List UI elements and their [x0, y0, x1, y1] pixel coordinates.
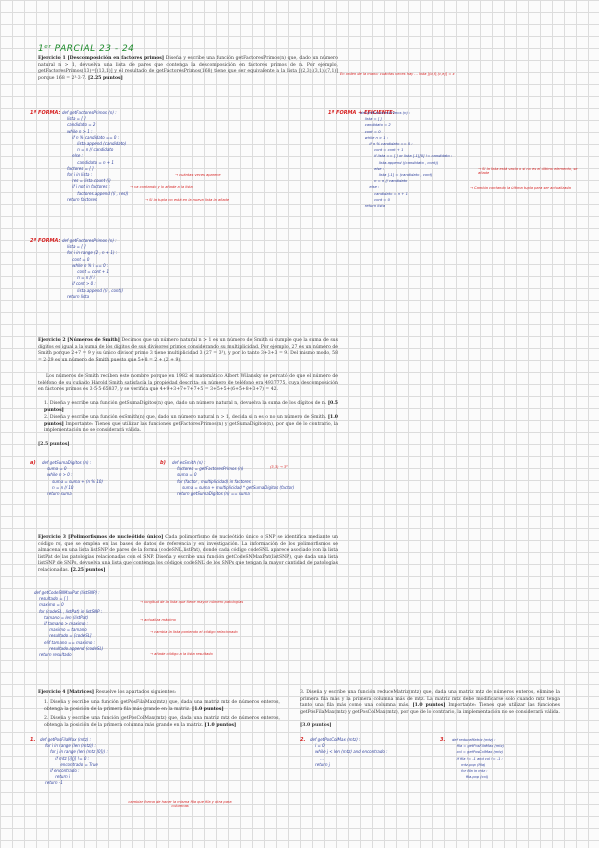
- exercise-1-code-form2: def getFactoresPrimos (n) : lista = [ ] …: [360, 111, 453, 209]
- exercise-4-code-1: def getPosFilaMax (mtz) : for i in range…: [40, 737, 108, 786]
- exercise-4-note-bottom: cambiar forma de hacer la misma fila que…: [128, 800, 232, 808]
- exercise-4-code-3: def reduceMatriz (mtz) : fila = getPosFi…: [452, 738, 504, 780]
- exercise-4-item-3-text: 3. Diseña y escribe una función reduceMa…: [300, 690, 560, 709]
- exercise-4-item-3-points: [1.0 puntos]: [412, 703, 446, 709]
- exercise-3-heading: Ejercicio 3 [Polimorfismos de nucleótido…: [38, 535, 164, 540]
- exercise-2-body2: Los números de Smith reciben este nombre…: [38, 374, 338, 393]
- exercise-1-body: Diseña y escribe una función getFactores…: [38, 56, 338, 81]
- exercise-2-statement: Ejercicio 2 [Números de Smith] Decimos q…: [38, 338, 338, 364]
- exercise-1-note-1b: → va contando y lo añade a la lista: [130, 185, 193, 189]
- exercise-2-points: [2.5 puntos]: [38, 442, 70, 447]
- exercise-1-label-form2: 1ª FORMA + EFICIENTE:: [328, 110, 395, 116]
- exercise-4-heading: Ejercicio 4 [Matrices]: [38, 690, 95, 695]
- exercise-1-note-1a: → cuántas veces aparece: [175, 173, 221, 177]
- exercise-4-item-3: 3. Diseña y escribe una función reduceMa…: [300, 690, 560, 716]
- exercise-2-item-1-text: 1. Diseña y escribe una función getSumaD…: [44, 401, 327, 406]
- exercise-3-body: Cada polimorfismo de nucleótido único o …: [38, 535, 338, 573]
- exercise-2-item-2-text: 2. Diseña y escribe una función esSmith(…: [44, 415, 327, 420]
- exercise-2-note-b: (3,3) → 3³: [270, 465, 288, 469]
- exercise-4-item-1: 1. Diseña y escribe una función getPosFi…: [44, 700, 280, 713]
- exercise-4-label-3: 3.: [440, 737, 446, 743]
- exercise-4-item-3-note: Importante: Tienes que utilizar las func…: [300, 703, 561, 715]
- exercise-4-item-1-text: 1. Diseña y escribe una función getPosFi…: [44, 700, 280, 712]
- exercise-4-points: [3.0 puntos]: [300, 723, 332, 728]
- exercise-3-note-1: → longitud de la lista que tiene mayor n…: [140, 600, 244, 604]
- exercise-1-label-form1: 1ª FORMA:: [30, 110, 61, 116]
- exercise-1-heading: Ejercicio 1 [Descomposición en factores …: [38, 56, 165, 61]
- exercise-3-statement: Ejercicio 3 [Polimorfismos de nucleótido…: [38, 535, 338, 575]
- exercise-2-label-b: b): [160, 460, 166, 466]
- exercise-3-code: def getCodeSNMaxPat (listSNP) : resultad…: [34, 590, 104, 658]
- page-title: 1ᵉʳ PARCIAL 23 - 24: [38, 44, 135, 54]
- exercise-4-label-2: 2.: [300, 737, 306, 743]
- exercise-3-note-4: → añade código a la lista resultado: [150, 652, 213, 656]
- exercise-2-item-2-note: Importante: Tienes que utilizar las func…: [44, 421, 338, 434]
- exercise-2-code-b: def esSmith (n) : factores = getFactores…: [172, 460, 295, 497]
- exercise-1-code-form1: def getFactoresPrimos (n) : lista = [ ] …: [62, 110, 129, 202]
- exercise-2-heading: Ejercicio 2 [Números de Smith]: [38, 338, 120, 343]
- exercise-4-intro: Ejercicio 4 [Matrices] Resuelve los apar…: [38, 690, 278, 697]
- exercise-1-code-form3: def getFactoresPrimos (n) : lista = [ ] …: [62, 238, 124, 299]
- exercise-2-item-2-points: [1.0 puntos]: [44, 415, 338, 427]
- exercise-3-note-3: → cambia la lista poniendo el código rel…: [150, 630, 238, 634]
- exercise-2-item-2: 2. Diseña y escribe una función esSmith(…: [44, 415, 338, 435]
- exercise-1-label-form3: 2ª FORMA:: [30, 238, 61, 244]
- exercise-4-code-2: def getPosColMax (mtz) : i = 0 while j <…: [310, 737, 388, 767]
- exercise-1-note-1c: → Si la tupla no está en la nueva lista …: [145, 198, 230, 202]
- exercise-3-points: [2.25 puntos]: [70, 567, 106, 573]
- exercise-4-intro-text: Resuelve los apartados siguientes:: [95, 690, 177, 695]
- exercise-2-item-1-points: [0.5 puntos]: [44, 401, 338, 413]
- exercise-1-note: En orden de la mano: cuántas veces hay .…: [340, 72, 455, 76]
- exercise-1-statement: Ejercicio 1 [Descomposición en factores …: [38, 56, 338, 82]
- exercise-4-label-1: 1.: [30, 737, 36, 743]
- exercise-4-item-2-text: 2. Diseña y escribe una función getPosCo…: [44, 716, 280, 728]
- exercise-1-points: [2.25 puntos]: [87, 75, 123, 81]
- exercise-2-item-1: 1. Diseña y escribe una función getSumaD…: [44, 401, 338, 414]
- exercise-3-note-2: → actualiza máximo: [140, 618, 176, 622]
- exercise-2-label-a: a): [30, 460, 36, 466]
- exercise-4-item-2: 2. Diseña y escribe una función getPosCo…: [44, 716, 280, 729]
- exercise-4-item-1-points: [1.0 puntos]: [192, 706, 224, 712]
- exercise-2-code-a: def getSumaDigitos (n) : suma = 0 while …: [42, 460, 103, 497]
- exercise-2-body: Decimos que un número natural n > 1 es u…: [38, 338, 338, 363]
- exercise-1-note-2b: → Cambia contando la última tupla para s…: [470, 186, 571, 190]
- exercise-4-item-2-points: [1.0 puntos]: [204, 722, 237, 728]
- exercise-1-note-2a: → Si la lista está vacía o si no es el ú…: [478, 167, 578, 175]
